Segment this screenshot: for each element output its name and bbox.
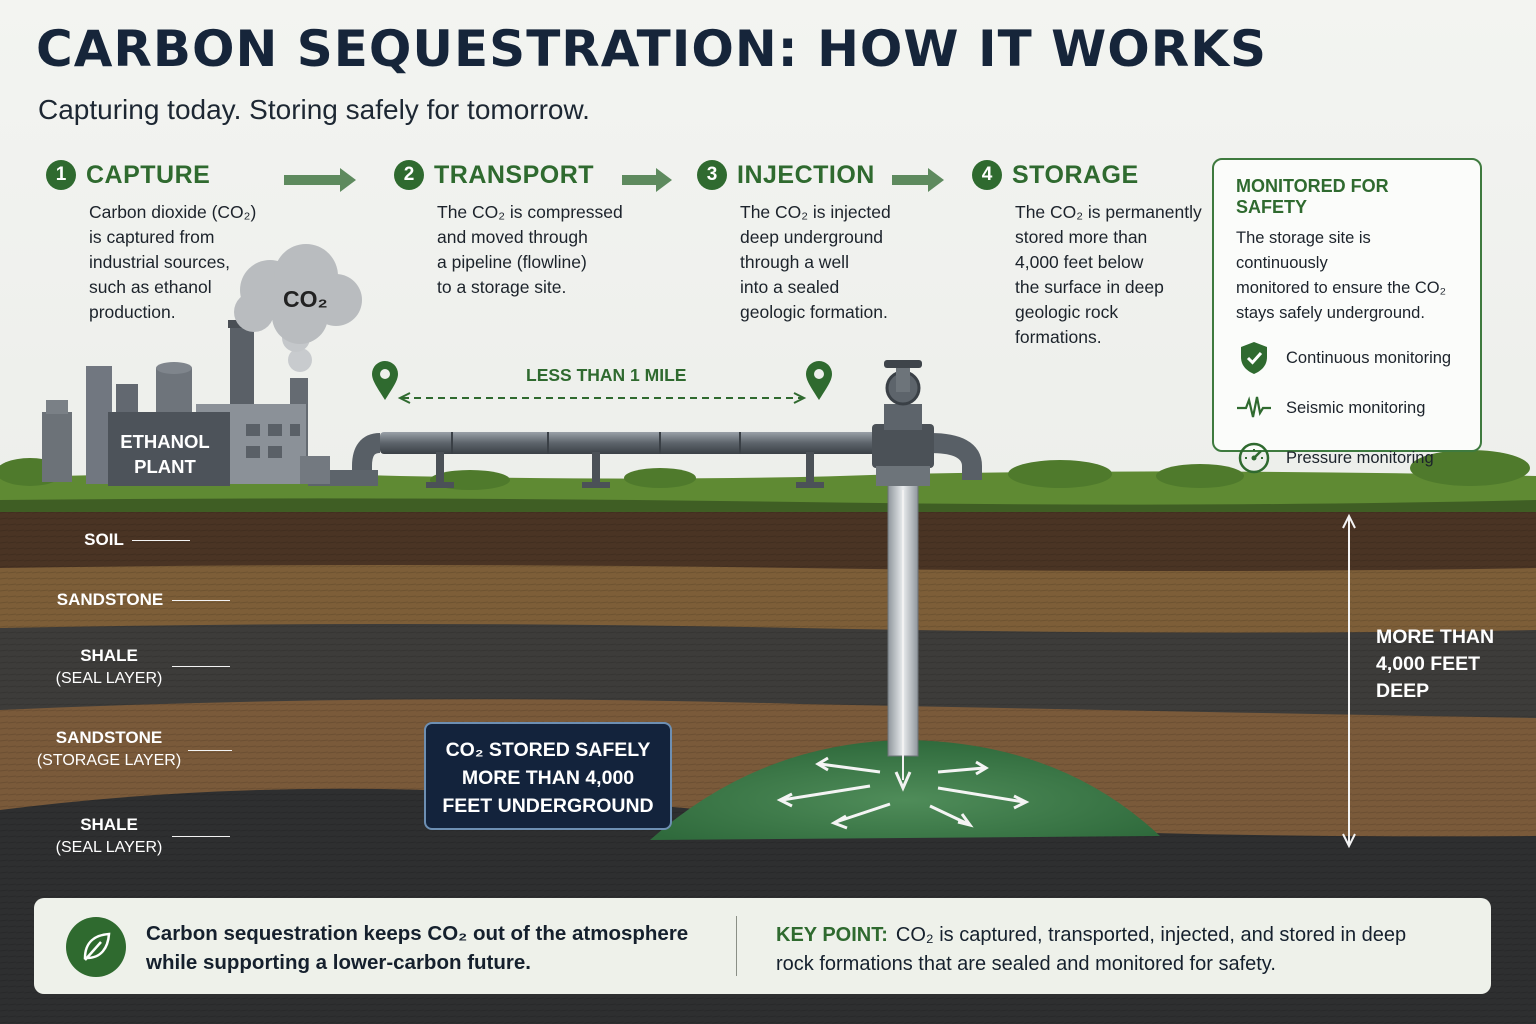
leaf-icon — [66, 917, 126, 977]
distance-label: LESS THAN 1 MILE — [526, 365, 687, 385]
step-number-badge: 4 — [972, 160, 1002, 190]
monitoring-item: Continuous monitoring — [1236, 340, 1458, 376]
footer-divider — [736, 916, 737, 976]
layer-leader-line — [132, 540, 190, 541]
layer-label-sandstone: SANDSTONE — [56, 590, 164, 609]
step-arrows — [284, 168, 944, 192]
monitoring-item: Pressure monitoring — [1236, 440, 1458, 476]
distance-marker — [372, 360, 833, 404]
plume-arrows — [776, 756, 1030, 830]
pipeline — [308, 432, 982, 488]
layer-leader-line — [172, 836, 230, 837]
depth-arrow — [1342, 513, 1356, 849]
seismic-wave-icon — [1236, 390, 1272, 426]
footer-summary: Carbon sequestration keeps CO₂ out of th… — [146, 922, 689, 974]
pressure-gauge-icon — [1236, 440, 1272, 476]
wellhead-valve — [872, 360, 934, 486]
location-pin-icon — [372, 361, 398, 400]
co2-plume — [650, 740, 1160, 840]
layer-label-shale-lower: SHALE(SEAL LAYER) — [55, 815, 163, 856]
step-title: CAPTURE — [86, 160, 211, 189]
ethanol-plant — [42, 320, 330, 486]
shield-check-icon — [1236, 340, 1272, 376]
layer-label-shale-upper: SHALE(SEAL LAYER) — [55, 646, 163, 687]
step-number-badge: 3 — [697, 160, 727, 190]
footer-key-point: KEY POINT:CO₂ is captured, transported, … — [776, 924, 1407, 975]
page-subtitle: Capturing today. Storing safely for tomo… — [38, 94, 590, 125]
step-capture: 1 CAPTURE Carbon dioxide (CO₂)is capture… — [46, 160, 256, 325]
monitoring-panel: MONITORED FOR SAFETY The storage site is… — [1212, 158, 1482, 474]
step-title: TRANSPORT — [434, 160, 595, 189]
layer-leader-line — [172, 600, 230, 601]
location-pin-icon — [805, 360, 833, 400]
layer-leader-line — [188, 750, 232, 751]
layer-label-soil: SOIL — [84, 530, 124, 549]
footer-banner: Carbon sequestration keeps CO₂ out of th… — [34, 898, 1491, 994]
step-title: STORAGE — [1012, 160, 1139, 189]
layer-leader-line — [172, 666, 230, 667]
key-point-label: KEY POINT: — [776, 924, 888, 946]
step-number-badge: 1 — [46, 160, 76, 190]
co2-cloud-label: CO₂ — [283, 286, 328, 312]
step-title: INJECTION — [737, 160, 875, 189]
page-title: CARBON SEQUESTRATION: HOW IT WORKS — [36, 20, 1268, 78]
layer-label-sandstone-storage: SANDSTONE(STORAGE LAYER) — [36, 728, 182, 769]
step-number-badge: 2 — [394, 160, 424, 190]
monitoring-item: Seismic monitoring — [1236, 390, 1458, 426]
bushes — [0, 450, 1530, 490]
monitoring-title: MONITORED FOR SAFETY — [1236, 176, 1389, 217]
smoke-cloud — [234, 244, 362, 372]
